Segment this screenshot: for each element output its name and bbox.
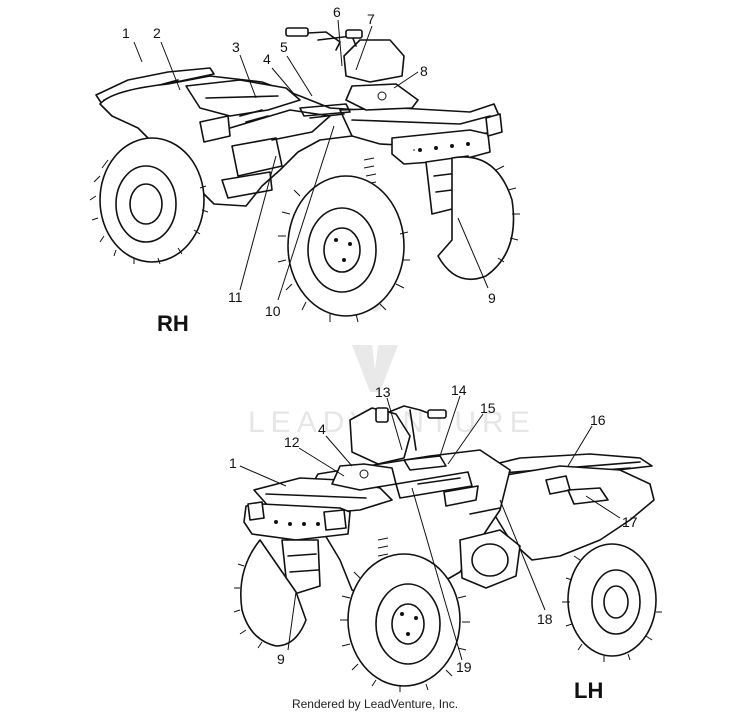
lh-callout-18: 18 [537, 611, 553, 627]
lh-view-atv [233, 405, 662, 692]
rh-callout-9: 9 [488, 290, 496, 306]
lh-callout-15: 15 [480, 400, 496, 416]
rh-view-label: RH [157, 311, 189, 336]
rh-callouts: 1 2 3 4 5 6 7 8 9 10 11 RH [122, 4, 496, 336]
lh-view-label: LH [574, 678, 603, 703]
rh-callout-3: 3 [232, 39, 240, 55]
footer-credit: Rendered by LeadVenture, Inc. [291, 697, 459, 711]
rh-callout-6: 6 [333, 4, 341, 20]
lh-leaders [239, 395, 621, 661]
rh-callout-7: 7 [367, 11, 375, 27]
lh-callout-9: 9 [277, 651, 285, 667]
lh-callout-19: 19 [456, 659, 472, 675]
rh-callout-2: 2 [153, 25, 161, 41]
lh-callout-13: 13 [375, 384, 391, 400]
lh-callout-17: 17 [622, 514, 638, 530]
rh-callout-5: 5 [280, 39, 288, 55]
rh-leaders [133, 19, 489, 301]
rh-callout-10: 10 [265, 303, 281, 319]
rh-view-atv [89, 27, 520, 323]
lh-callout-12: 12 [284, 434, 300, 450]
rh-callout-11: 11 [228, 289, 243, 305]
rh-callout-8: 8 [420, 63, 428, 79]
lh-callout-16: 16 [590, 412, 606, 428]
lh-callout-4: 4 [318, 421, 326, 437]
lh-callout-14: 14 [451, 382, 467, 398]
rh-callout-4: 4 [263, 51, 271, 67]
lh-callout-1: 1 [229, 455, 237, 471]
lh-callouts: 1 4 12 13 14 15 16 17 18 19 9 LH [229, 382, 638, 703]
rh-callout-1: 1 [122, 25, 130, 41]
